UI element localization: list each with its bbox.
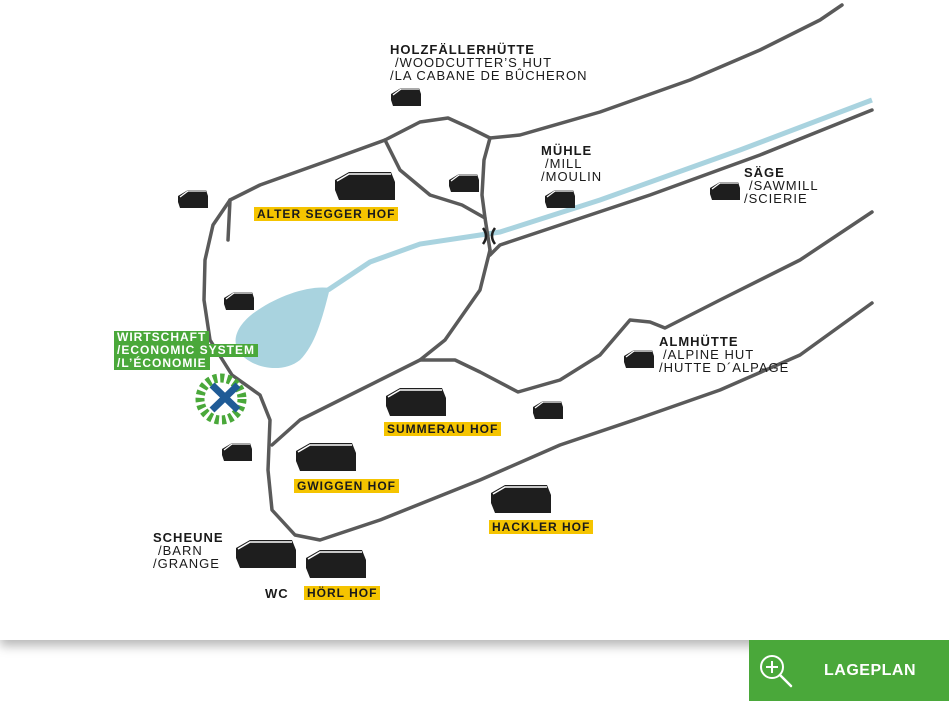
economy-fr: /L’ÉCONOMIE [114,357,210,370]
lageplan-button[interactable]: LAGEPLAN [749,640,949,701]
small-building [221,442,253,462]
map-drawing [177,3,874,579]
label-barn: SCHEUNE /BARN /GRANGE [153,531,224,570]
label-alpine-hut: ALMHÜTTE /ALPINE HUT /HUTTE D´ALPAGE [659,335,789,374]
woodcutter-hut-building [390,87,422,107]
label-barn-en: /BARN [158,543,203,558]
label-barn-title: SCHEUNE [153,530,224,545]
tag-economic-system[interactable]: WIRTSCHAFT /ECONOMIC SYSTEM /L’ÉCONOMIE [114,331,259,370]
label-sawmill-title: SÄGE [744,165,785,180]
label-sawmill-fr: /SCIERIE [744,191,808,206]
label-woodcutter: HOLZFÄLLERHÜTTE /WOODCUTTER’S HUT /LA CA… [390,43,588,82]
small-building [448,173,480,193]
label-barn-fr: /GRANGE [153,556,220,571]
tag-hoerl-hof[interactable]: HÖRL HOF [304,586,381,600]
economy-de: WIRTSCHAFT [114,331,210,344]
summerau-hof-building [385,387,447,417]
tag-hackler-hof[interactable]: HACKLER HOF [489,520,594,534]
pond [235,287,330,369]
label-sawmill: SÄGE /SAWMILL /SCIERIE [744,166,819,205]
hackler-hof-building [490,484,552,514]
roads [202,3,874,542]
small-building [223,291,255,311]
stream [326,97,873,293]
site-map: HOLZFÄLLERHÜTTE /WOODCUTTER’S HUT /LA CA… [114,3,874,600]
label-wc-title: WC [265,586,289,601]
zoom-in-icon [760,655,793,688]
label-mill-en: /MILL [545,156,583,171]
mill-building [544,189,576,209]
label-mill-title: MÜHLE [541,143,593,158]
economy-marker-icon[interactable] [195,373,247,425]
label-mill-fr: /MOULIN [541,169,603,184]
sawmill-building [709,181,741,201]
label-wc: WC [265,587,289,600]
gwiggen-hof-building [295,442,357,472]
tag-summerau-hof[interactable]: SUMMERAU HOF [384,422,502,436]
economy-en: /ECONOMIC SYSTEM [114,344,259,357]
label-alpine-fr: /HUTTE D´ALPAGE [659,360,790,375]
label-mill: MÜHLE /MILL /MOULIN [541,144,602,183]
small-building [532,400,564,420]
small-building [177,189,209,209]
barn-building [235,539,297,569]
tag-alter-segger-hof[interactable]: ALTER SEGGER HOF [254,207,399,221]
alpine-hut-building [623,349,655,369]
bridge-icon [481,227,497,245]
hoerl-hof-building [305,549,367,579]
lageplan-label: LAGEPLAN [824,662,916,679]
label-alpine-en: /ALPINE HUT [663,347,755,362]
label-sawmill-en: /SAWMILL [749,178,819,193]
label-woodcutter-en: /WOODCUTTER’S HUT [395,55,553,70]
label-woodcutter-fr: /LA CABANE DE BÛCHERON [390,68,588,83]
tag-gwiggen-hof[interactable]: GWIGGEN HOF [294,479,399,493]
alter-segger-hof-building [334,171,396,201]
label-alpine-title: ALMHÜTTE [659,334,739,349]
label-woodcutter-title: HOLZFÄLLERHÜTTE [390,42,535,57]
